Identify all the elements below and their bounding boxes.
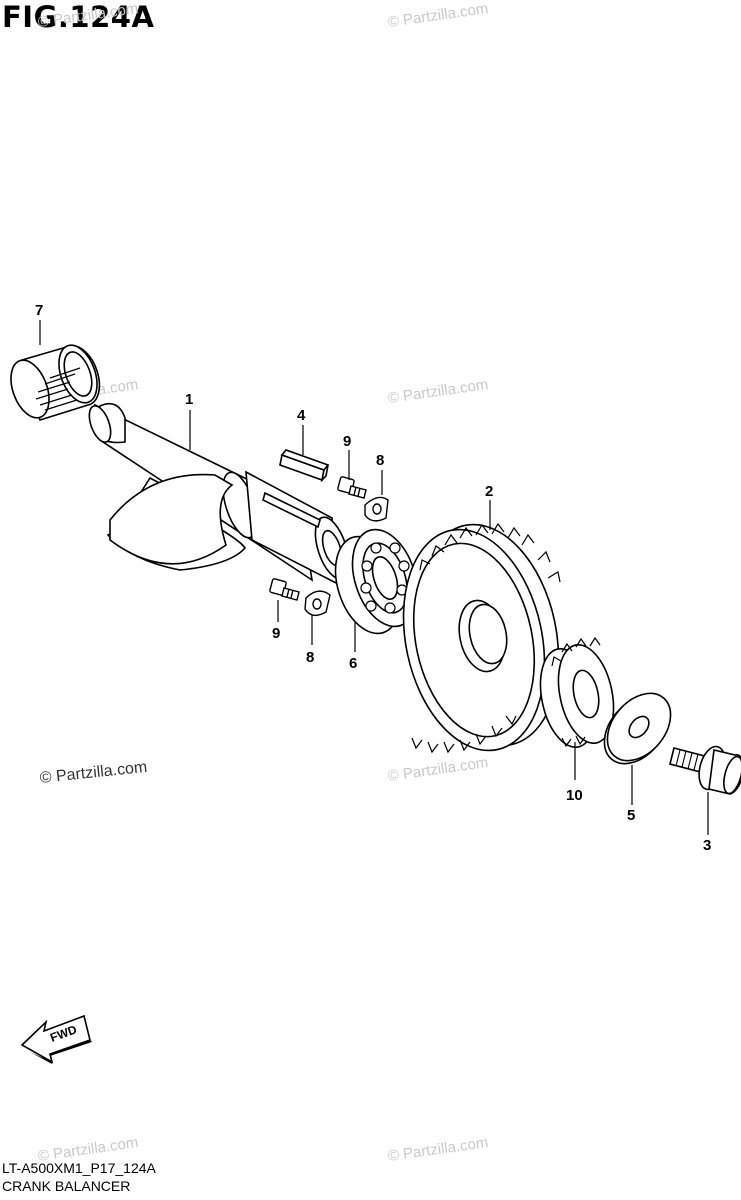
- section-name: CRANK BALANCER: [2, 1178, 131, 1194]
- figure-title: FIG.124A: [2, 0, 155, 34]
- callout-4: 4: [297, 407, 306, 424]
- callout-5: 5: [627, 807, 635, 824]
- washer-part: [603, 692, 672, 765]
- balancer-shaft-part: [88, 402, 350, 587]
- callout-2: 2: [485, 483, 493, 500]
- callout-10: 10: [566, 787, 583, 804]
- flange-bolt-part: [669, 745, 741, 795]
- callout-3: 3: [703, 837, 711, 854]
- callout-8: 8: [376, 452, 384, 469]
- callout-8: 8: [306, 649, 314, 666]
- forward-direction-arrow-icon: FWD: [20, 1014, 92, 1064]
- callout-9: 9: [272, 625, 280, 642]
- bolt-part: [269, 578, 300, 601]
- callout-9: 9: [343, 433, 351, 450]
- balancer-drive-gear-part: [539, 636, 615, 749]
- model-code: LT-A500XM1_P17_124A: [2, 1160, 156, 1176]
- woodruff-key-part: [279, 449, 330, 483]
- lock-washer-part: [304, 590, 331, 617]
- callout-6: 6: [349, 655, 357, 672]
- lock-washer-part: [364, 496, 389, 522]
- ball-bearing-part: [334, 528, 419, 635]
- balancer-driven-gear-part: [402, 522, 561, 754]
- bolt-part: [337, 476, 367, 499]
- callout-7: 7: [35, 302, 43, 319]
- leader-lines: [39, 320, 709, 835]
- callout-1: 1: [185, 391, 193, 408]
- needle-bearing-part: [10, 344, 101, 422]
